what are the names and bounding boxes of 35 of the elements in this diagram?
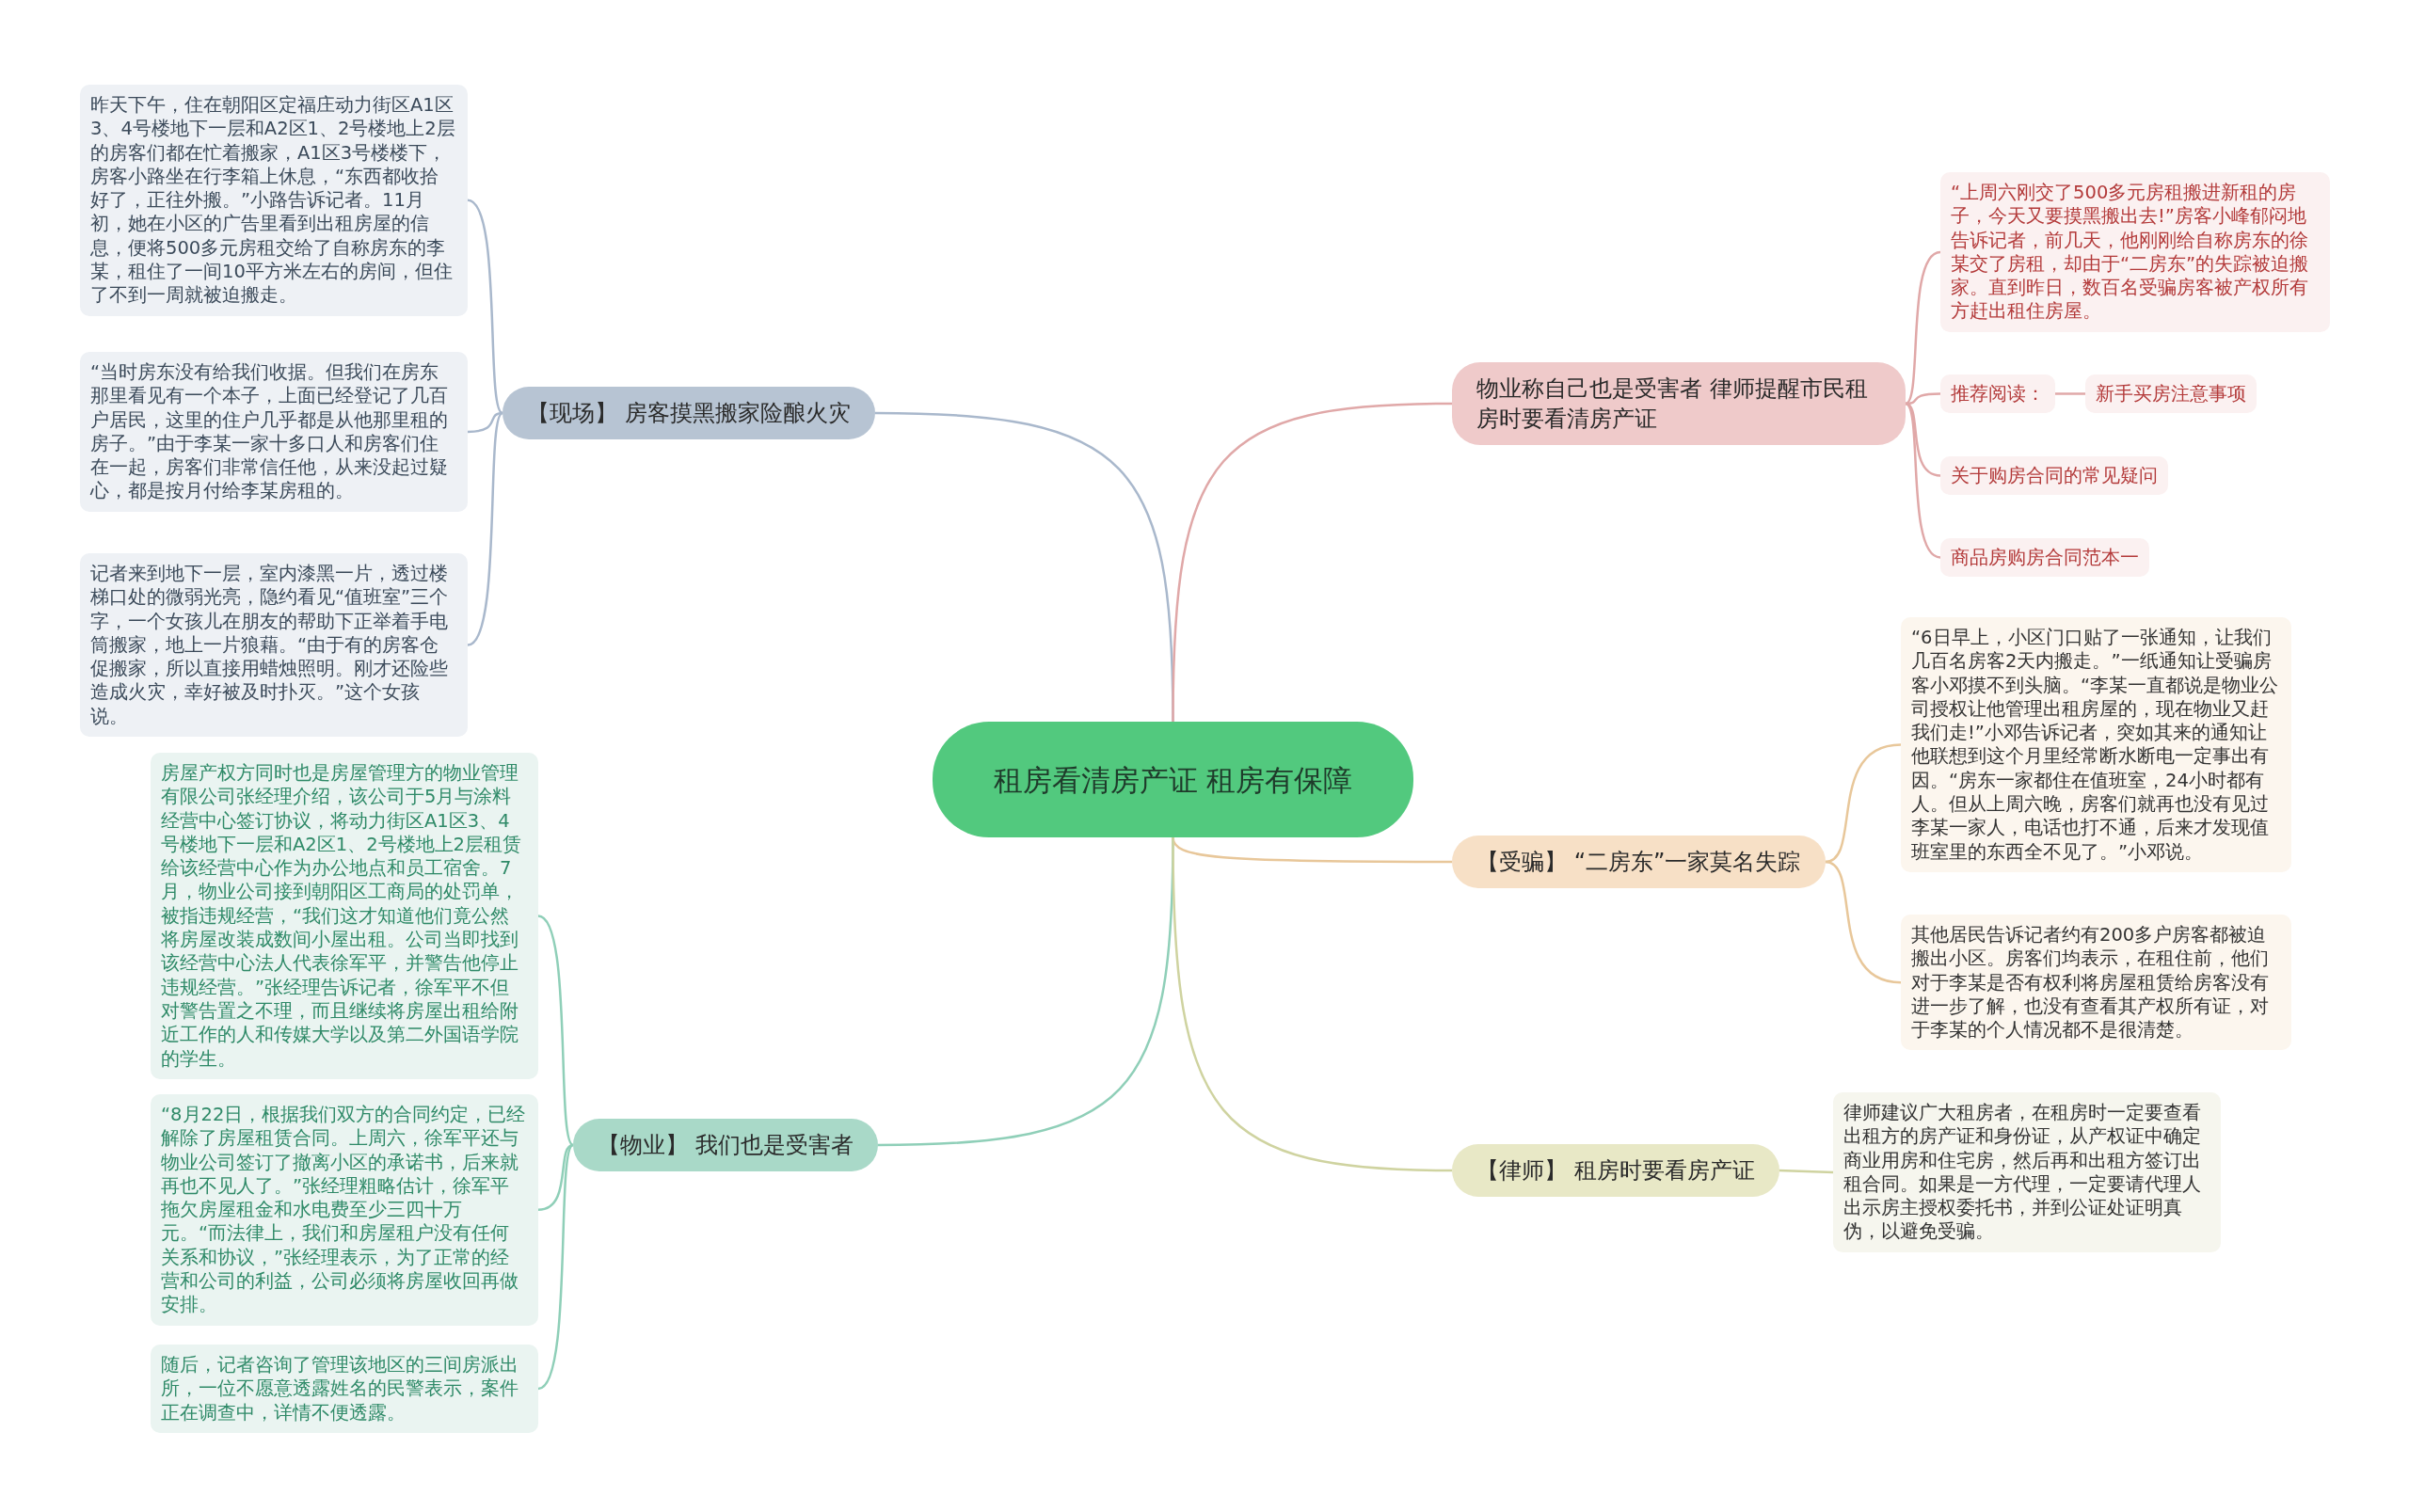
connector-line: [1825, 743, 1902, 864]
connector-line: [1172, 837, 1453, 1172]
connector-line: [467, 411, 503, 434]
connector-line: [1905, 250, 1941, 405]
connector-line: [1905, 403, 1941, 559]
text-card: 随后，记者咨询了管理该地区的三间房派出所，一位不愿意透露姓名的民警表示，案件正在调查中，详情不便透露。: [151, 1345, 538, 1433]
connector-line: [467, 412, 503, 646]
topic-box: 【物业】 我们也是受害者: [573, 1119, 878, 1171]
connector-line: [1905, 402, 1941, 477]
topic-box: 【现场】 房客摸黑搬家险酿火灾: [503, 387, 875, 439]
link-tag: 关于购房合同的常见疑问: [1940, 456, 2168, 495]
link-tag: 商品房购房合同范本一: [1940, 538, 2149, 577]
connector-line: [537, 1144, 574, 1390]
connector-line: [1779, 1169, 1834, 1174]
text-card: 其他居民告诉记者约有200多户房客都被迫搬出小区。房客们均表示，在租住前，他们对于李某是否有权利将房屋租赁给房客没有进一步了解，也没有查看其产权所有证，对于李某的个人情况都不是很清楚。: [1901, 915, 2291, 1051]
text-card: 房屋产权方同时也是房屋管理方的物业管理有限公司张经理介绍，该公司于5月与涂料经营中心签订协议，将动力街区A1区3、4号楼地下一层和A2区1、2号楼地上2层租赁给该经营中心作为办公地点和员工宿舍。7月，物业公司接到朝阳区工商局的处罚单，被指违规经营，“我们这才知道他们竟公然将房屋改装成数间小屋出租。公司当即找到该经营中心法人代表徐军平，并警告他停止违规经营。”张经理告诉记者，徐军平不但对警告置之不理，而且继续将房屋出租给附近工作的人和传媒大学以及第二外国语学院的学生。: [151, 753, 538, 1079]
connector-line: [1172, 402, 1453, 722]
topic-box: 物业称自己也是受害者 律师提醒市民租房时要看清房产证: [1452, 362, 1906, 445]
central-topic: 租房看清房产证 租房有保障: [933, 722, 1413, 837]
text-card: 记者来到地下一层，室内漆黑一片，透过楼梯口处的微弱光亮，隐约看见“值班室”三个字，一个女孩儿在朋友的帮助下正举着手电筒搬家，地上一片狼藉。“由于有的房客仓促搬家，所以直接用蜡烛照明。刚才还险些造成火灾，幸好被及时扑灭。”这个女孩说。: [80, 553, 468, 738]
text-card: “8月22日，根据我们双方的合同约定，已经解除了房屋租赁合同。上周六，徐军平还与物业公司签订了撤离小区的承诺书，后来就再也不见人了。”张经理粗略估计，徐军平拖欠房屋租金和水电费至少三四十万元。“而法律上，我们和房屋租户没有任何关系和协议，”张经理表示，为了正常的经营和公司的利益，公司必须将房屋收回再做安排。: [151, 1094, 538, 1326]
text-card: “上周六刚交了500多元房租搬进新租的房子，今天又要摸黑搬出去!”房客小峰郁闷地告诉记者，前几天，他刚刚给自称房东的徐某交了房租，却由于“二房东”的失踪被迫搬家。直到昨日，数百名受骗房客被产权所有方赶出租住房屋。: [1940, 172, 2330, 332]
connector-line: [537, 915, 574, 1146]
text-card: 律师建议广大租房者，在租房时一定要查看出租方的房产证和身份证，从产权证中确定商业用房和住宅房，然后再和出租方签订出租合同。如果是一方代理，一定要请代理人出示房主授权委托书，并到公证处证明真伪，以避免受骗。: [1833, 1092, 2221, 1252]
connector-line: [1825, 860, 1902, 984]
connector-line: [2055, 392, 2085, 395]
text-card: 昨天下午，住在朝阳区定福庄动力街区A1区3、4号楼地下一层和A2区1、2号楼地上2层的房客们都在忙着搬家，A1区3号楼楼下，房客小路坐在行李箱上休息，“东西都收拾好了，正往外搬。”小路告诉记者。11月初，她在小区的广告里看到出租房屋的信息，便将500多元房租交给了自称房东的李某，租住了一间10平方米左右的房间，但住了不到一周就被迫搬走。: [80, 85, 468, 316]
link-tag: 推荐阅读：: [1940, 374, 2055, 413]
connector-line: [537, 1143, 574, 1212]
topic-box: 【律师】 租房时要看房产证: [1452, 1144, 1779, 1197]
link-tag: 新手买房注意事项: [2085, 374, 2257, 413]
topic-box: 【受骗】 “二房东”一家莫名失踪: [1452, 836, 1826, 888]
text-card: “6日早上，小区门口贴了一张通知，让我们几百名房客2天内搬走。”一纸通知让受骗房客小邓摸不到头脑。“李某一直都说是物业公司授权让他管理出租房屋的，现在物业又赶我们走!”小邓告诉记者，突如其来的通知让他联想到这个月里经常断水断电一定事出有因。“房东一家都住在值班室，24小时都有人。但从上周六晚，房客们就再也没有见过李某一家人，电话也打不通，后来才发现值班室里的东西全不见了。”小邓说。: [1901, 617, 2291, 872]
connector-line: [467, 199, 503, 414]
text-card: “当时房东没有给我们收据。但我们在房东那里看见有一个本子，上面已经登记了几百户居民，这里的住户几乎都是从他那里租的房子。”由于李某一家十多口人和房客们住在一起，房客们非常信任他，从来没起过疑心，都是按月付给李某房租的。: [80, 352, 468, 512]
